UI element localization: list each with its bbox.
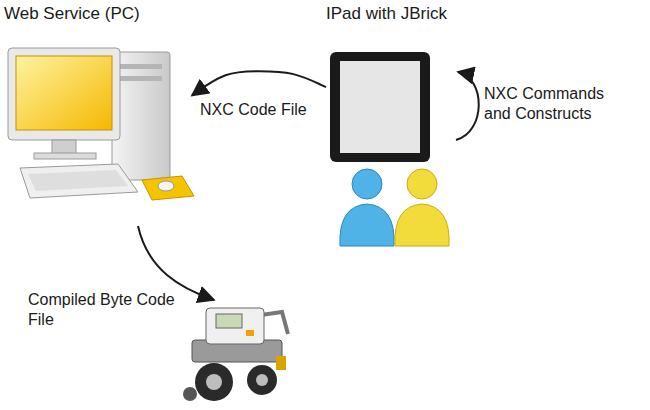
pc-node: Web Service (PC): [4, 4, 192, 222]
node-heading: IPad with JBrick: [326, 4, 447, 24]
robot-illustration: [183, 308, 288, 401]
download-arrow: [138, 226, 214, 300]
commands-note: NXC Commands and Constructs: [482, 84, 636, 124]
bytecode-note: Compiled Byte Code File: [26, 290, 180, 330]
node-heading: Web Service (PC): [4, 4, 140, 24]
ipad-illustration: [330, 52, 430, 162]
loop-arrow: [456, 72, 479, 140]
edge-label: NXC Code File: [198, 100, 309, 120]
code-file-arrow: [192, 71, 326, 95]
pc-illustration: [8, 48, 194, 200]
user-figures: [340, 169, 449, 246]
